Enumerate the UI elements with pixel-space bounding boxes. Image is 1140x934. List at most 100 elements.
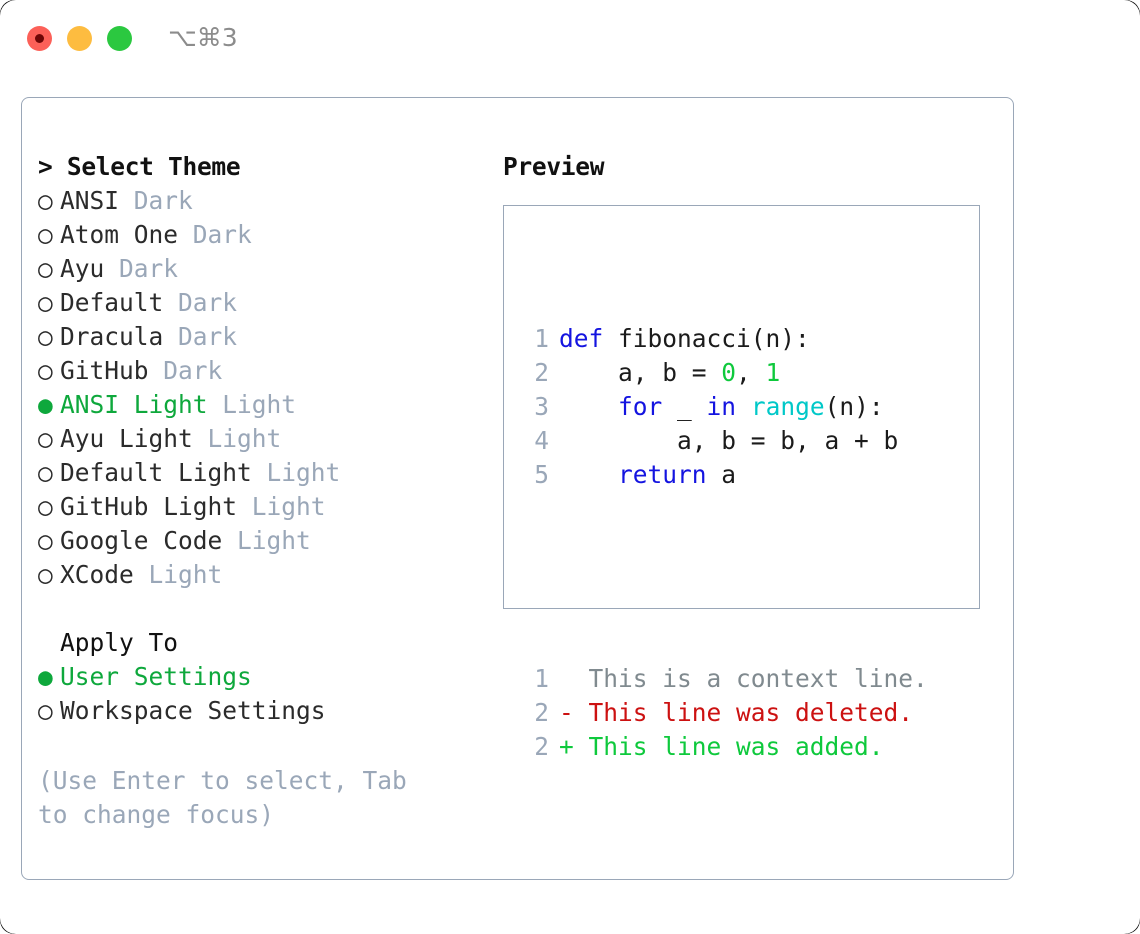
theme-list-item[interactable]: ○Dracula Dark — [38, 320, 478, 354]
theme-name-label: XCode — [60, 560, 134, 589]
theme-kind-label: Light — [266, 458, 341, 487]
theme-list-item[interactable]: ○GitHub Light Light — [38, 490, 478, 524]
label-separator — [222, 526, 237, 555]
theme-selector-panel: > Select Theme ○ANSI Dark○Atom One Dark○… — [21, 97, 1014, 880]
diff-line: 1 This is a context line. — [523, 662, 928, 696]
theme-list-item[interactable]: ○Atom One Dark — [38, 218, 478, 252]
theme-name-label: Default Light — [60, 458, 252, 487]
radio-unselected-icon[interactable]: ○ — [38, 458, 53, 487]
close-button-icon[interactable] — [27, 26, 52, 51]
code-token: range — [750, 392, 825, 421]
code-diff-gap — [523, 560, 928, 594]
theme-list-item[interactable]: ○XCode Light — [38, 558, 478, 592]
radio-unselected-icon[interactable]: ○ — [38, 560, 53, 589]
code-token: fibonacci(n): — [618, 324, 810, 353]
apply-to-option[interactable]: ○Workspace Settings — [38, 694, 478, 728]
diff-line-text: + This line was added. — [559, 732, 884, 761]
label-separator — [252, 458, 267, 487]
code-line: 2 a, b = 0, 1 — [523, 356, 928, 390]
radio-selected-icon[interactable]: ● — [38, 662, 53, 691]
theme-name-label: Ayu Light — [60, 424, 193, 453]
diff-line-number: 2 — [534, 732, 549, 761]
label-separator — [149, 356, 164, 385]
label-separator — [178, 220, 193, 249]
radio-unselected-icon[interactable]: ○ — [38, 696, 53, 725]
radio-unselected-icon[interactable]: ○ — [38, 322, 53, 351]
radio-unselected-icon[interactable]: ○ — [38, 356, 53, 385]
apply-to-option-group[interactable]: ●User Settings○Workspace Settings — [38, 660, 478, 728]
label-separator — [134, 560, 149, 589]
apply-to-heading: Apply To — [60, 628, 179, 657]
radio-unselected-icon[interactable]: ○ — [38, 492, 53, 521]
corner-mask-bottom-right — [1108, 902, 1140, 934]
diff-line: 2 + This line was added. — [523, 730, 928, 764]
theme-list-item[interactable]: ○GitHub Dark — [38, 354, 478, 388]
theme-kind-label: Light — [237, 526, 311, 555]
diff-line-text: - This line was deleted. — [559, 698, 914, 727]
code-token: _ — [662, 392, 707, 421]
code-token: 1 — [765, 358, 781, 387]
minimize-button-icon[interactable] — [67, 26, 92, 51]
theme-kind-label: Dark — [178, 288, 238, 317]
code-line: 5 return a — [523, 458, 928, 492]
select-theme-heading: > Select Theme — [38, 152, 241, 181]
radio-unselected-icon[interactable]: ○ — [38, 254, 53, 283]
radio-unselected-icon[interactable]: ○ — [38, 526, 53, 555]
window-title: ⌥⌘3 — [168, 23, 238, 52]
radio-unselected-icon[interactable]: ○ — [38, 186, 53, 215]
line-number: 2 — [534, 358, 549, 387]
code-token: a, b = b, a + b — [559, 426, 899, 455]
theme-list-item[interactable]: ○Google Code Light — [38, 524, 478, 558]
theme-name-label: GitHub — [60, 356, 149, 385]
corner-mask-bottom-left — [0, 902, 32, 934]
diff-block: 1 This is a context line.2- This line wa… — [523, 662, 928, 764]
apply-to-option-label: User Settings — [60, 662, 252, 691]
radio-selected-icon[interactable]: ● — [38, 390, 53, 419]
code-line: 3 for _ in range(n): — [523, 390, 928, 424]
label-separator — [104, 254, 119, 283]
diff-line-number: 1 — [534, 664, 549, 693]
preview-heading: Preview — [503, 152, 605, 181]
line-number: 1 — [534, 324, 549, 353]
theme-name-label: Google Code — [60, 526, 223, 555]
code-token: for — [618, 392, 663, 421]
label-separator — [193, 424, 208, 453]
code-token: 0 — [721, 358, 737, 387]
theme-name-label: GitHub Light — [60, 492, 238, 521]
theme-list-item[interactable]: ●ANSI Light Light — [38, 388, 478, 422]
theme-name-label: ANSI Light — [60, 390, 208, 419]
code-token: in — [706, 392, 737, 421]
theme-list-item[interactable]: ○Default Dark — [38, 286, 478, 320]
code-token — [559, 392, 618, 421]
theme-name-label: Default — [60, 288, 164, 317]
theme-list-item[interactable]: ○Default Light Light — [38, 456, 478, 490]
diff-line-number: 2 — [534, 698, 549, 727]
theme-name-label: Ayu — [60, 254, 105, 283]
radio-unselected-icon[interactable]: ○ — [38, 288, 53, 317]
theme-list[interactable]: ○ANSI Dark○Atom One Dark○Ayu Dark○Defaul… — [38, 184, 478, 592]
theme-kind-label: Light — [207, 424, 282, 453]
apply-to-option-label: Workspace Settings — [60, 696, 326, 725]
line-number: 5 — [534, 460, 549, 489]
title-bar: ⌥⌘3 — [0, 0, 1140, 78]
label-separator — [163, 322, 178, 351]
theme-list-item[interactable]: ○ANSI Dark — [38, 184, 478, 218]
radio-unselected-icon[interactable]: ○ — [38, 424, 53, 453]
diff-line-text: This is a context line. — [559, 664, 928, 693]
theme-kind-label: Dark — [119, 254, 179, 283]
label-separator — [208, 390, 223, 419]
radio-unselected-icon[interactable]: ○ — [38, 220, 53, 249]
zoom-button-icon[interactable] — [107, 26, 132, 51]
theme-kind-label: Dark — [192, 220, 252, 249]
theme-list-item[interactable]: ○Ayu Light Light — [38, 422, 478, 456]
line-number: 4 — [534, 426, 549, 455]
code-token — [559, 460, 618, 489]
label-separator — [119, 186, 134, 215]
theme-list-item[interactable]: ○Ayu Dark — [38, 252, 478, 286]
apply-to-option[interactable]: ●User Settings — [38, 660, 478, 694]
code-token: (n): — [824, 392, 884, 421]
